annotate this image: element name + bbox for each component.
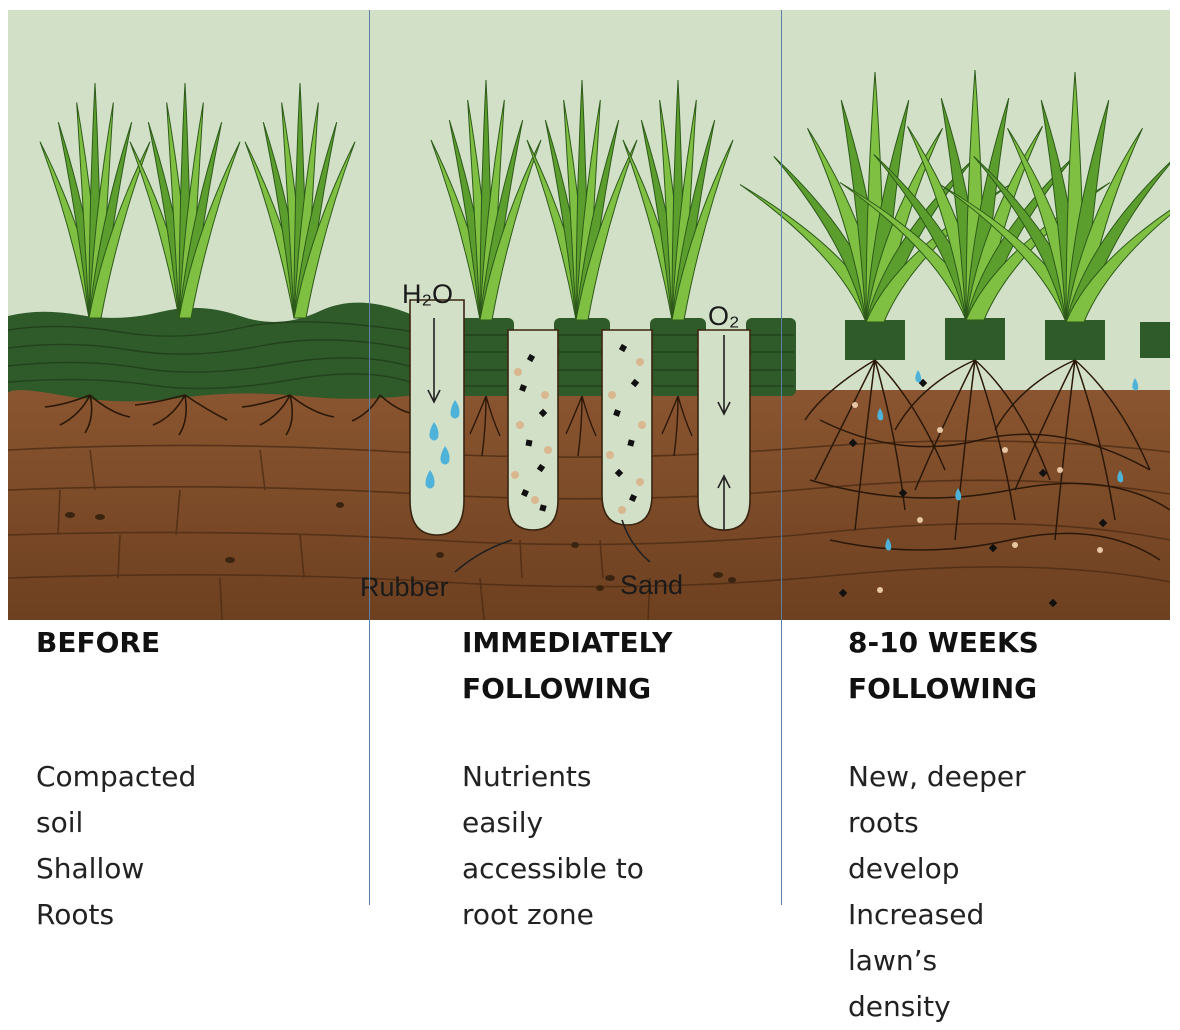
- grass-blades: [39, 69, 1170, 323]
- turf-plugs: [458, 318, 796, 396]
- grass-blade: [671, 139, 734, 321]
- flow-arrows: [427, 318, 731, 573]
- soil-strata: [8, 440, 1170, 620]
- root-zone-particles: [838, 370, 1139, 608]
- shallow-roots: [44, 394, 411, 436]
- water-drops: [425, 400, 460, 489]
- panel-divider-2: [781, 10, 782, 905]
- grass-blade: [293, 141, 356, 319]
- panel-weeks-following: 8-10 WEEKS FOLLOWING New, deeper roots d…: [848, 620, 1039, 1023]
- panel-description: Nutrients easily accessible to root zone: [462, 760, 644, 931]
- panel-before: BEFORE Compacted soil Shallow Roots: [36, 620, 196, 931]
- thatch-layer-after: [845, 318, 1170, 360]
- grass-blade: [1065, 209, 1170, 323]
- sand-label: Sand: [620, 570, 683, 600]
- panel-heading: 8-10 WEEKS FOLLOWING: [848, 626, 1039, 705]
- water-label: H₂O: [402, 279, 453, 309]
- rubber-label: Rubber: [360, 572, 449, 602]
- panel-heading: BEFORE: [36, 626, 161, 659]
- grass-blade: [479, 139, 542, 321]
- aeration-holes: [409, 299, 751, 536]
- panel-divider-1: [369, 10, 370, 905]
- rubber-particles: [519, 343, 640, 512]
- grass-blade: [178, 141, 241, 319]
- aeration-illustration: H₂O O₂ Rubber Sand: [8, 10, 1170, 620]
- oxygen-label: O₂: [708, 301, 739, 331]
- sand-particles: [511, 358, 646, 514]
- grass-blade: [88, 141, 151, 319]
- soil-pebbles: [65, 502, 736, 591]
- thatch-layer-before: [8, 302, 415, 402]
- grass-blade: [965, 182, 1111, 321]
- panel-description: New, deeper roots develop Increased lawn…: [848, 760, 1026, 1023]
- soil-layer: [8, 390, 1170, 620]
- panel-description: Compacted soil Shallow Roots: [36, 760, 197, 931]
- deep-roots: [804, 359, 1170, 561]
- panel-heading: IMMEDIATELY FOLLOWING: [462, 626, 673, 705]
- grass-blade: [575, 139, 638, 321]
- panel-immediately-following: IMMEDIATELY FOLLOWING Nutrients easily a…: [462, 620, 673, 931]
